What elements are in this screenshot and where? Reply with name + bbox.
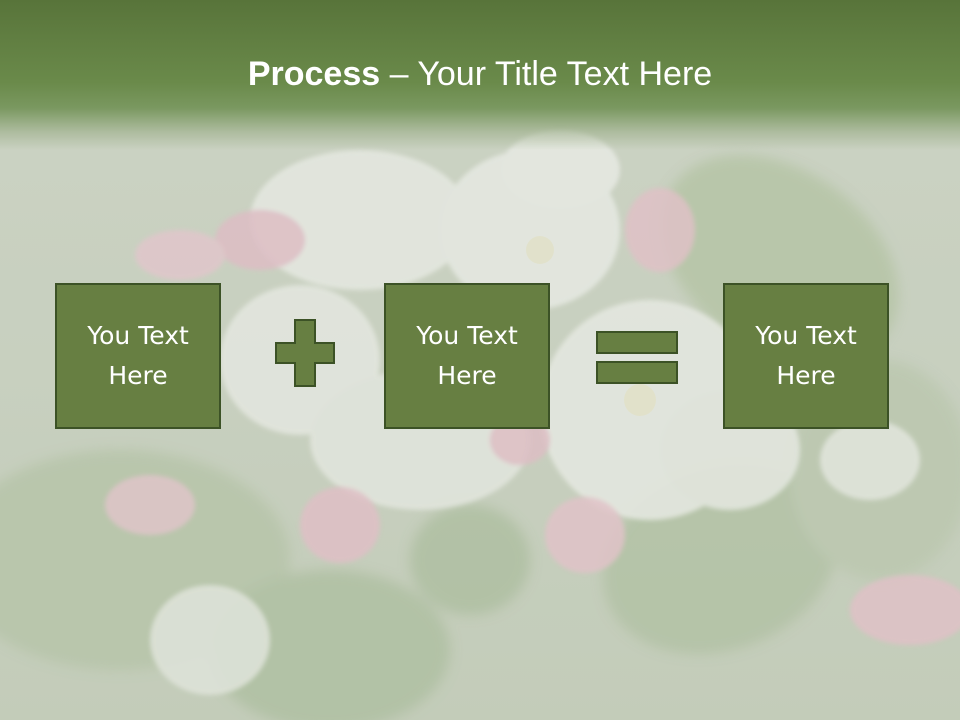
process-box-1[interactable]: You Text Here <box>55 283 221 429</box>
slide-title-rest: – Your Title Text Here <box>380 55 713 93</box>
title-bar <box>0 0 960 150</box>
process-box-1-label: You Text Here <box>87 321 189 390</box>
slide-title-bold: Process <box>247 55 381 93</box>
process-box-3[interactable]: You Text Here <box>723 283 889 429</box>
process-box-3-label: You Text Here <box>755 321 857 390</box>
process-box-2-label: You Text Here <box>416 321 518 390</box>
equals-icon <box>596 331 678 384</box>
process-box-2[interactable]: You Text Here <box>384 283 550 429</box>
slide-title: Process – Your Title Text Here <box>0 52 960 96</box>
plus-icon <box>275 319 335 387</box>
